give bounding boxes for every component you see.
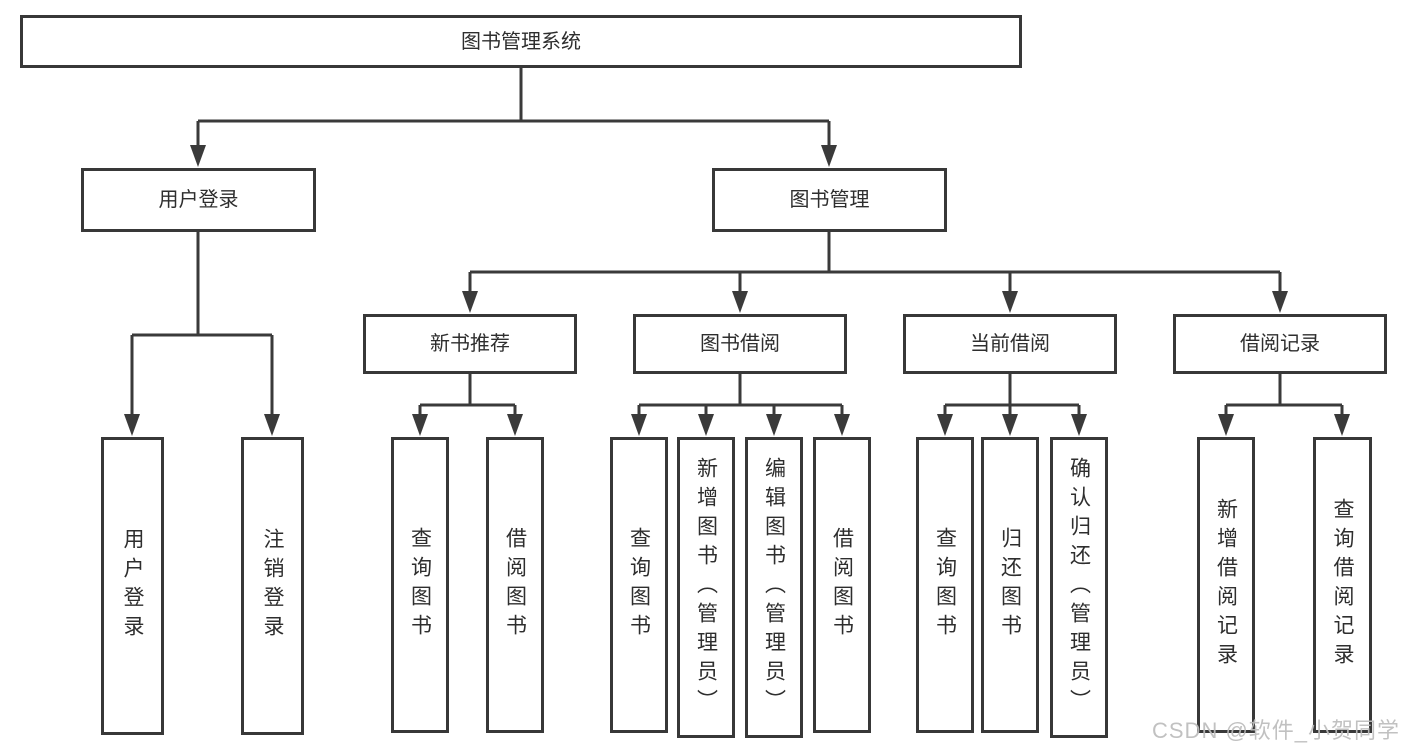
node-book-borrow: 图书借阅 xyxy=(633,314,847,374)
arrowhead xyxy=(1071,414,1087,436)
leaf-query-book-2: 查询图书 xyxy=(610,437,668,733)
node-user-login-label: 用户登录 xyxy=(158,189,239,211)
node-book-management-label: 图书管理 xyxy=(789,189,870,211)
leaf-query-borrow-record: 查询借阅记录 xyxy=(1313,437,1372,733)
arrowhead xyxy=(631,414,647,436)
leaf-return-book: 归还图书 xyxy=(981,437,1039,733)
node-user-login: 用户登录 xyxy=(81,168,316,232)
arrowhead xyxy=(1334,414,1350,436)
leaf-confirm-return-admin: 确认归还（管理员） xyxy=(1050,437,1108,738)
connector-book-borrow-to-leaves xyxy=(631,374,850,436)
leaf-confirm-return-admin-label: 确认归还（管理员） xyxy=(1067,457,1091,718)
leaf-edit-book-admin-label: 编辑图书（管理员） xyxy=(762,457,786,718)
arrowhead xyxy=(412,414,428,436)
node-new-book-recommend: 新书推荐 xyxy=(363,314,577,374)
leaf-query-book-1: 查询图书 xyxy=(391,437,449,733)
leaf-logout: 注销登录 xyxy=(241,437,304,735)
arrowhead xyxy=(190,145,206,167)
leaf-query-borrow-record-label: 查询借阅记录 xyxy=(1331,498,1354,672)
connector-user-login-to-leaves xyxy=(124,232,280,436)
leaf-borrow-book-2-label: 借阅图书 xyxy=(830,527,854,643)
leaf-borrow-book-2: 借阅图书 xyxy=(813,437,871,733)
arrowhead xyxy=(124,414,140,436)
arrowhead xyxy=(1002,414,1018,436)
leaf-query-book-3: 查询图书 xyxy=(916,437,974,733)
watermark: CSDN @软件_小贺同学 xyxy=(1152,718,1401,743)
leaf-return-book-label: 归还图书 xyxy=(998,527,1022,643)
arrowhead xyxy=(462,291,478,313)
node-borrow-records: 借阅记录 xyxy=(1173,314,1387,374)
connector-new-book-to-leaves xyxy=(412,374,523,436)
arrowhead xyxy=(1272,291,1288,313)
leaf-borrow-book-1-label: 借阅图书 xyxy=(503,527,527,643)
node-root-label: 图书管理系统 xyxy=(461,30,581,53)
leaf-logout-label: 注销登录 xyxy=(261,528,284,644)
arrowhead xyxy=(264,414,280,436)
arrowhead xyxy=(698,414,714,436)
leaf-add-borrow-record: 新增借阅记录 xyxy=(1197,437,1255,733)
node-current-borrow: 当前借阅 xyxy=(903,314,1117,374)
leaf-add-book-admin: 新增图书（管理员） xyxy=(677,437,735,738)
leaf-query-book-3-label: 查询图书 xyxy=(933,527,957,643)
leaf-query-book-2-label: 查询图书 xyxy=(627,527,651,643)
arrowhead xyxy=(507,414,523,436)
connector-current-borrow-to-leaves xyxy=(937,374,1087,436)
arrowhead xyxy=(1002,291,1018,313)
leaf-user-login-label: 用户登录 xyxy=(121,528,144,644)
leaf-query-book-1-label: 查询图书 xyxy=(408,527,432,643)
leaf-edit-book-admin: 编辑图书（管理员） xyxy=(745,437,803,738)
node-current-borrow-label: 当前借阅 xyxy=(970,333,1050,355)
node-book-management: 图书管理 xyxy=(712,168,947,232)
connector-book-management-to-level3 xyxy=(462,232,1288,313)
arrowhead xyxy=(732,291,748,313)
arrowhead xyxy=(937,414,953,436)
leaf-add-book-admin-label: 新增图书（管理员） xyxy=(694,457,718,718)
node-borrow-records-label: 借阅记录 xyxy=(1240,333,1320,355)
node-root: 图书管理系统 xyxy=(20,15,1022,68)
node-book-borrow-label: 图书借阅 xyxy=(700,333,780,355)
arrowhead xyxy=(1218,414,1234,436)
leaf-borrow-book-1: 借阅图书 xyxy=(486,437,544,733)
arrowhead xyxy=(766,414,782,436)
leaf-add-borrow-record-label: 新增借阅记录 xyxy=(1214,498,1238,672)
arrowhead xyxy=(834,414,850,436)
connector-borrow-records-to-leaves xyxy=(1218,374,1350,436)
leaf-user-login: 用户登录 xyxy=(101,437,164,735)
connector-root-to-level2 xyxy=(190,68,837,167)
node-new-book-recommend-label: 新书推荐 xyxy=(430,333,510,355)
arrowhead xyxy=(821,145,837,167)
